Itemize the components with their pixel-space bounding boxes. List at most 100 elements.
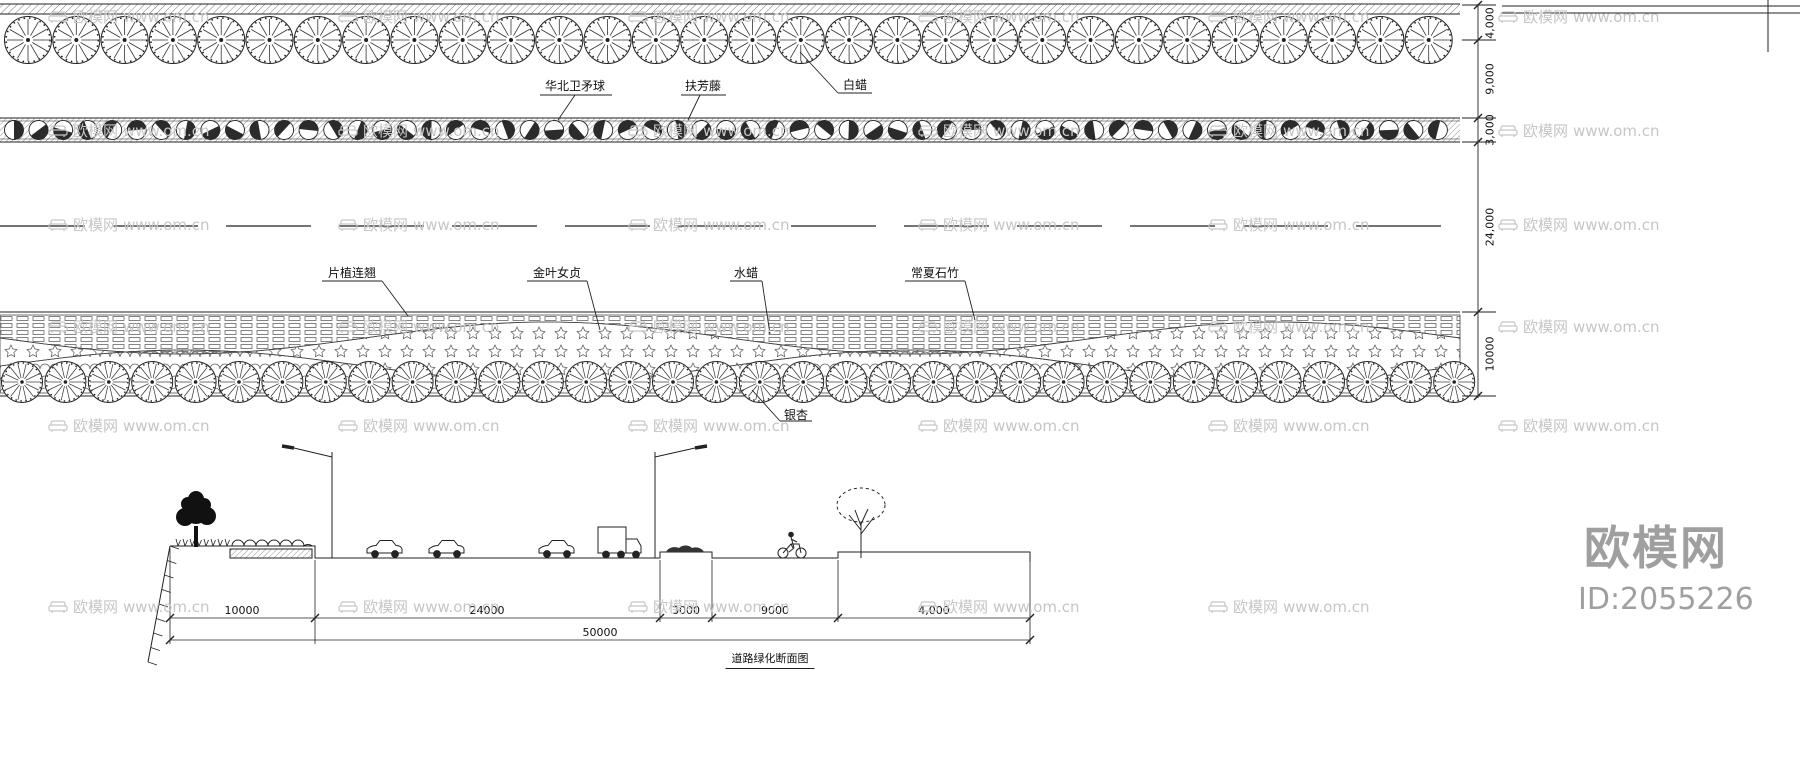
car	[538, 540, 575, 558]
dim-right-3: 3,000	[1483, 114, 1497, 146]
section-tree-left	[176, 491, 216, 547]
tree-symbol	[679, 15, 729, 65]
tree-symbol	[1259, 15, 1309, 65]
tree-symbol	[486, 15, 536, 65]
dim-section-3: 3000	[672, 604, 700, 617]
berm-shrubs	[231, 539, 313, 548]
dim-section-5: 4,000	[918, 604, 950, 617]
section-caption: 道路绿化断面图	[725, 650, 815, 669]
tree-symbol	[148, 15, 198, 65]
tree-symbol	[87, 360, 131, 404]
dim-section-4: 9000	[761, 604, 789, 617]
tree-symbol	[565, 360, 608, 404]
tree-symbol	[608, 360, 651, 404]
tree-symbol	[969, 15, 1019, 65]
tree-symbol	[217, 360, 261, 404]
tree-symbol	[261, 360, 304, 404]
tree-symbol	[1018, 15, 1067, 65]
shrub-symbol	[421, 119, 442, 141]
tree-symbol	[1215, 360, 1259, 404]
tree-symbol	[3, 15, 53, 65]
retaining-strip	[229, 548, 313, 559]
dim-section-2: 24000	[469, 604, 505, 617]
tree-symbol	[1307, 15, 1357, 65]
tree-symbol	[1259, 360, 1302, 404]
right-dimension-chain	[1462, 0, 1496, 401]
tree-symbol	[1066, 15, 1115, 65]
tree-symbol	[130, 360, 174, 404]
plant-label-top-2: 扶芳藤	[684, 79, 722, 93]
tree-symbol	[1172, 360, 1216, 404]
dim-right-4: 24,000	[1483, 207, 1497, 247]
median-shrub	[666, 545, 704, 552]
tree-symbol	[0, 360, 44, 404]
plant-label-mid-2: 金叶女贞	[532, 266, 582, 280]
tree-symbol	[391, 360, 434, 404]
tree-symbol	[438, 15, 488, 65]
street-lamp-left	[281, 444, 333, 558]
tree-symbol	[521, 360, 564, 404]
tree-symbol	[196, 15, 246, 65]
tree-symbol	[534, 15, 584, 65]
plant-label-bottom-1: 银杏	[783, 408, 809, 422]
tree-symbol	[1404, 15, 1453, 65]
tree-symbol	[1389, 360, 1433, 404]
dim-right-2: 9,000	[1483, 63, 1497, 95]
tree-symbol	[583, 15, 632, 65]
tree-symbol	[1042, 360, 1085, 404]
tree-symbol	[1211, 15, 1260, 65]
tree-symbol	[44, 360, 87, 404]
car	[366, 540, 403, 558]
tree-symbol	[304, 360, 347, 404]
tree-symbol	[921, 15, 971, 65]
tree-symbol	[1162, 15, 1212, 65]
tree-symbol	[695, 360, 738, 404]
tree-symbol	[776, 15, 826, 65]
tree-symbol	[868, 360, 912, 404]
tree-symbol	[1114, 15, 1164, 65]
tree-symbol	[1346, 360, 1389, 404]
tree-symbol	[738, 360, 781, 404]
plant-label-top-1: 华北卫矛球	[544, 79, 606, 93]
road-cross-section	[147, 444, 1031, 666]
tree-symbol	[293, 15, 343, 65]
tree-symbol	[1085, 360, 1129, 404]
tree-symbol	[631, 15, 681, 65]
plant-label-mid-4: 常夏石竹	[910, 266, 960, 280]
cars	[366, 540, 575, 558]
tree-symbol	[52, 15, 101, 65]
berm-grass	[175, 538, 230, 547]
truck	[597, 526, 642, 559]
ground-profile	[170, 545, 1031, 562]
tree-symbol	[824, 15, 874, 65]
plant-label-mid-3: 水蜡	[733, 266, 759, 280]
section-tree-right	[836, 487, 886, 558]
dim-right-1: 4,000	[1483, 7, 1497, 39]
street-lamp-right	[654, 444, 708, 558]
shrub-symbol	[1255, 119, 1277, 141]
label-leader-lines	[322, 51, 976, 422]
section-dimension-lines	[165, 548, 1035, 645]
tree-symbol	[1302, 360, 1346, 404]
tree-symbol	[651, 360, 695, 404]
tree-symbol	[341, 15, 391, 65]
tree-symbol	[245, 15, 294, 65]
site-logo-text: 欧模网	[1584, 521, 1728, 575]
tree-symbol	[434, 360, 478, 404]
shrub-symbol	[961, 119, 982, 141]
shrub-symbol	[838, 119, 860, 141]
tree-symbol	[174, 360, 217, 404]
shrub-symbol	[4, 120, 24, 140]
tree-symbol	[1356, 15, 1405, 65]
model-id-text: ID:2055226	[1578, 582, 1754, 617]
tree-symbol	[999, 360, 1042, 404]
tree-symbol	[100, 15, 149, 65]
tree-symbol	[782, 360, 825, 404]
car	[428, 540, 465, 558]
tree-symbol	[390, 15, 439, 65]
tree-symbol	[1129, 360, 1172, 404]
cyclist	[777, 531, 807, 559]
dim-right-5: 10000	[1483, 336, 1497, 372]
